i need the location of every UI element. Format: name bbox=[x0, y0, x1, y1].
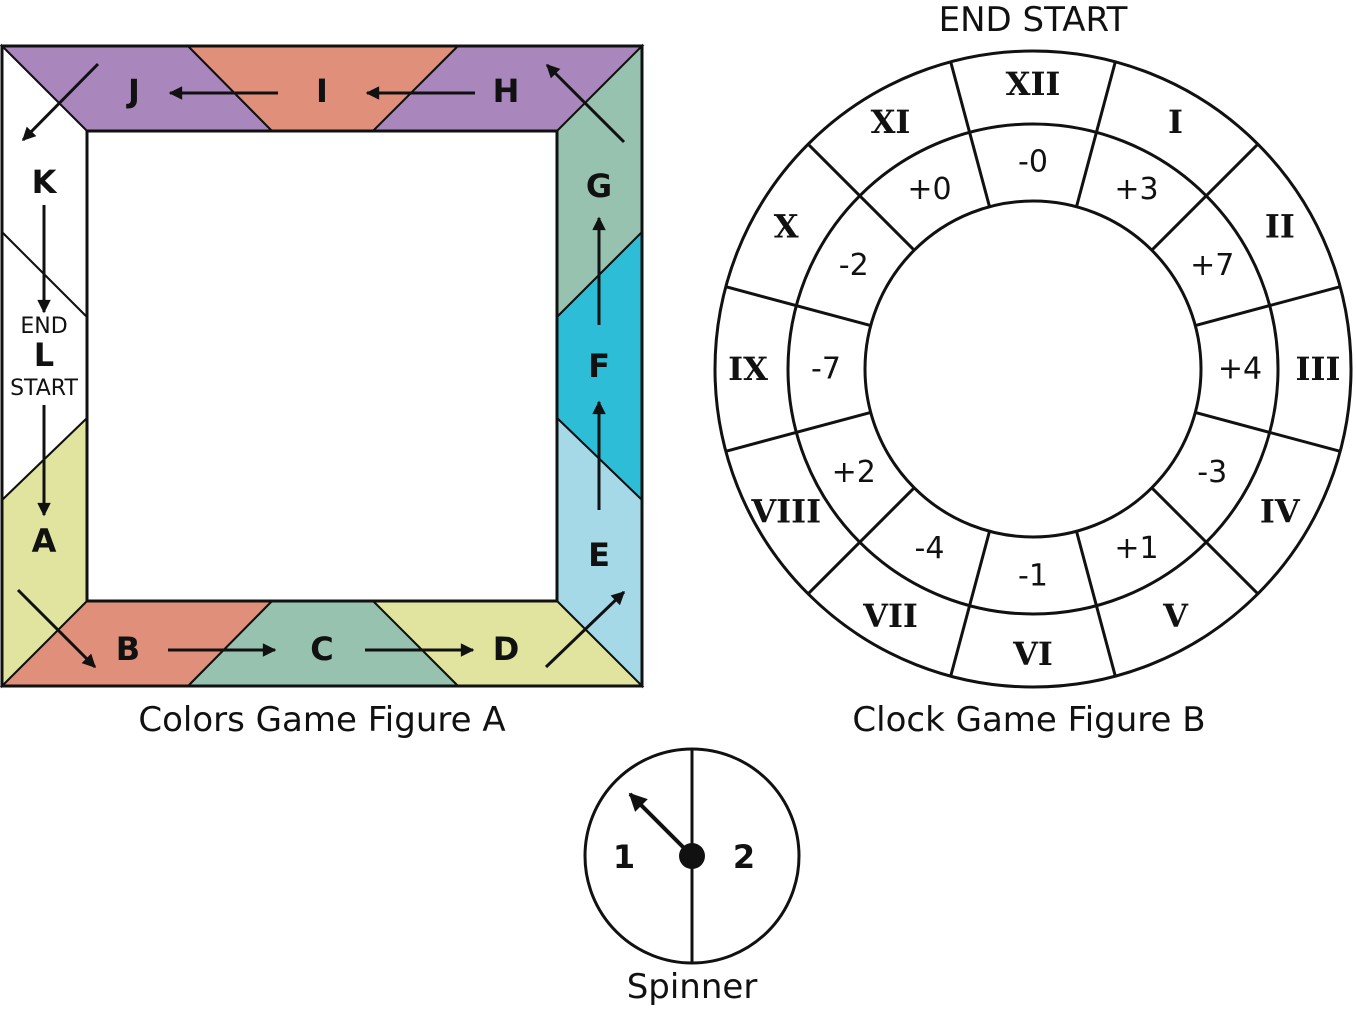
clock-outer-ring bbox=[713, 49, 1353, 689]
clock-sector-divider bbox=[1075, 530, 1117, 677]
clock-sector-divider bbox=[807, 486, 916, 595]
clock-sector-divider bbox=[949, 530, 991, 677]
clock-sector-divider bbox=[1194, 285, 1341, 327]
board-outer-border bbox=[0, 44, 644, 688]
clock-hour-label: VII bbox=[862, 597, 918, 635]
label-i: I bbox=[316, 72, 328, 110]
clock-modifier-label: -7 bbox=[811, 352, 841, 387]
clock-modifier-label: +2 bbox=[832, 455, 876, 490]
clock-hour-label: II bbox=[1265, 208, 1295, 246]
clock-modifier-label: -4 bbox=[915, 531, 945, 566]
clock-inner-circle bbox=[863, 199, 1203, 539]
label-f: F bbox=[588, 347, 610, 385]
clock-modifier-label: -3 bbox=[1197, 455, 1227, 490]
label-d: D bbox=[493, 630, 520, 668]
spinner-hub bbox=[679, 843, 705, 869]
arrow-a-to-b bbox=[16, 588, 97, 669]
label-start: START bbox=[10, 376, 78, 401]
arrow-g-to-h bbox=[545, 63, 626, 144]
clock-modifier-label: +0 bbox=[907, 172, 951, 207]
clock-sector-divider bbox=[1075, 61, 1117, 208]
clock-modifier-label: -2 bbox=[839, 248, 869, 283]
board-inner-square bbox=[85, 129, 559, 603]
label-g: G bbox=[586, 167, 612, 205]
clock-end-start-label: END START bbox=[939, 0, 1128, 40]
label-l: L bbox=[34, 336, 54, 374]
label-a: A bbox=[32, 522, 57, 560]
clock-hour-label: XI bbox=[871, 103, 911, 141]
clock-hour-label: XII bbox=[1006, 65, 1061, 103]
label-end: END bbox=[20, 314, 67, 339]
spinner-number-2: 2 bbox=[733, 838, 755, 876]
clock-middle-ring bbox=[786, 122, 1280, 616]
spinner: 1 2 Spinner bbox=[583, 747, 801, 1007]
spinner-number-1: 1 bbox=[613, 838, 635, 876]
clock-hour-label: VIII bbox=[750, 493, 821, 531]
clock-game-caption: Clock Game Figure B bbox=[852, 700, 1205, 740]
clock-modifier-label: +3 bbox=[1114, 172, 1158, 207]
label-e: E bbox=[588, 536, 610, 574]
clock-hour-label: I bbox=[1168, 103, 1183, 141]
label-c: C bbox=[310, 630, 333, 668]
clock-hour-label: VI bbox=[1012, 635, 1053, 673]
clock-sector-divider bbox=[1194, 411, 1341, 453]
clock-sector-divider bbox=[1150, 486, 1259, 595]
clock-hour-label: IX bbox=[728, 350, 768, 388]
clock-sector-divider bbox=[1150, 143, 1259, 252]
clock-sector-divider bbox=[807, 143, 916, 252]
label-b: B bbox=[116, 630, 140, 668]
spinner-caption: Spinner bbox=[627, 967, 758, 1007]
clock-sector-divider bbox=[725, 411, 872, 453]
clock-hour-label: III bbox=[1296, 350, 1341, 388]
colors-game-board: J I H G F E D C B A K L END START Colors… bbox=[0, 43, 645, 740]
clock-modifier-label: +7 bbox=[1190, 248, 1234, 283]
label-h: H bbox=[493, 72, 520, 110]
clock-modifier-label: +1 bbox=[1114, 531, 1158, 566]
arrow-j-to-k bbox=[21, 62, 100, 142]
clock-sector-divider bbox=[949, 61, 991, 208]
label-k: K bbox=[32, 163, 58, 201]
movement-arrows bbox=[16, 62, 626, 669]
clock-sectors bbox=[725, 61, 1341, 677]
clock-hour-label: X bbox=[774, 208, 799, 246]
clock-hour-label: V bbox=[1162, 597, 1189, 635]
label-j: J bbox=[126, 72, 140, 110]
spinner-pointer-arrow bbox=[628, 792, 694, 858]
clock-hour-label: IV bbox=[1260, 493, 1301, 531]
clock-modifier-label: -1 bbox=[1018, 559, 1048, 594]
clock-modifier-label: -0 bbox=[1018, 145, 1048, 180]
colors-game-caption: Colors Game Figure A bbox=[138, 700, 505, 740]
clock-sector-divider bbox=[725, 285, 872, 327]
arrow-d-to-e bbox=[544, 590, 626, 669]
clock-modifier-label: +4 bbox=[1218, 352, 1262, 387]
